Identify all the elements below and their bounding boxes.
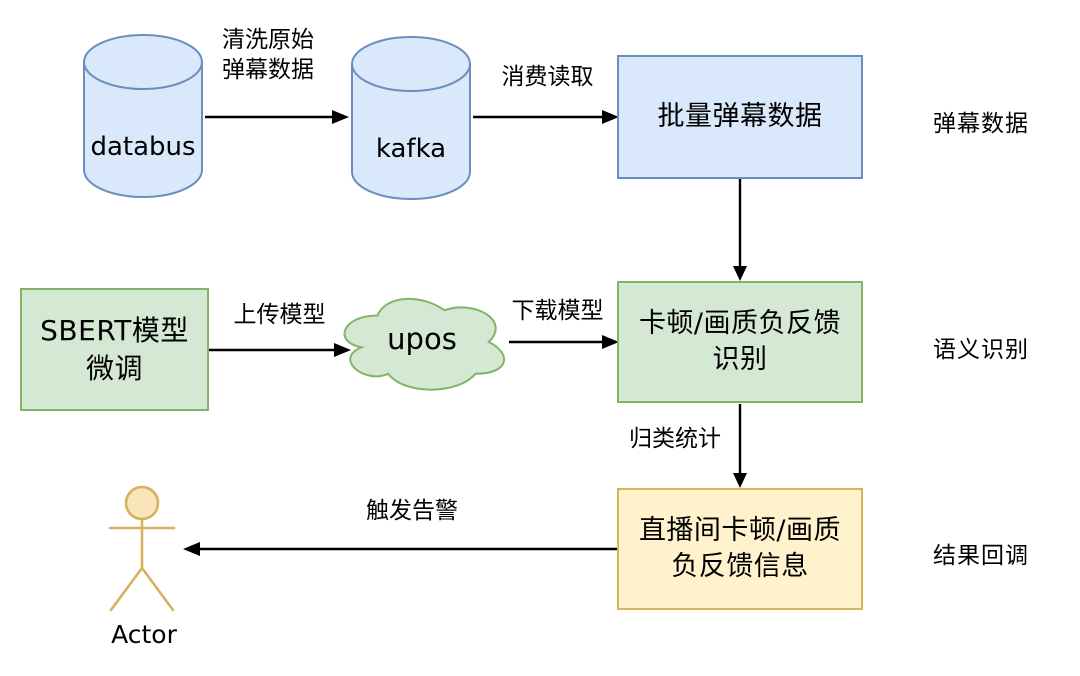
edge-label-classify-stats: 归类统计 bbox=[629, 426, 721, 452]
node-batch-danmaku-label: 批量弹幕数据 bbox=[657, 100, 823, 132]
actor-label: Actor bbox=[111, 620, 177, 649]
arrow-databus-to-kafka bbox=[205, 110, 349, 124]
stage-label-result-callback: 结果回调 bbox=[933, 543, 1029, 569]
stage-label-semantic-recognition: 语义识别 bbox=[933, 337, 1029, 363]
actor-icon bbox=[108, 485, 176, 612]
edge-label-consume-read: 消费读取 bbox=[501, 64, 594, 90]
arrow-feedback-to-actor bbox=[183, 542, 617, 556]
edge-label-download-model: 下载模型 bbox=[511, 298, 604, 324]
node-lag-recognition-label: 卡顿/画质负反馈识别 bbox=[638, 307, 842, 375]
node-lag-recognition: 卡顿/画质负反馈识别 bbox=[617, 281, 863, 403]
kafka-label: kafka bbox=[375, 134, 447, 164]
edge-label-clean-raw-danmaku: 清洗原始 弹幕数据 bbox=[222, 27, 314, 83]
arrow-upos-to-recognition bbox=[509, 335, 619, 349]
node-feedback-info-label: 直播间卡顿/画质负反馈信息 bbox=[638, 514, 842, 582]
node-sbert-finetune: SBERT模型微调 bbox=[20, 288, 209, 411]
databus-cylinder-icon bbox=[83, 34, 203, 198]
arrow-sbert-to-upos bbox=[209, 343, 351, 357]
edge-label-upload-model: 上传模型 bbox=[233, 302, 326, 328]
arrow-kafka-to-batch bbox=[473, 110, 619, 124]
edge-label-trigger-alert: 触发告警 bbox=[366, 498, 458, 524]
upos-cloud-icon bbox=[343, 297, 505, 391]
upos-label: upos bbox=[387, 322, 457, 356]
node-batch-danmaku: 批量弹幕数据 bbox=[617, 55, 863, 179]
arrow-recognition-to-feedback bbox=[733, 404, 747, 488]
arrow-batch-to-recognition bbox=[733, 179, 747, 281]
kafka-cylinder-icon bbox=[351, 36, 471, 200]
node-feedback-info: 直播间卡顿/画质负反馈信息 bbox=[617, 488, 863, 610]
databus-label: databus bbox=[90, 132, 196, 162]
stage-label-danmaku-data: 弹幕数据 bbox=[933, 111, 1029, 137]
node-sbert-finetune-label: SBERT模型微调 bbox=[40, 313, 189, 385]
